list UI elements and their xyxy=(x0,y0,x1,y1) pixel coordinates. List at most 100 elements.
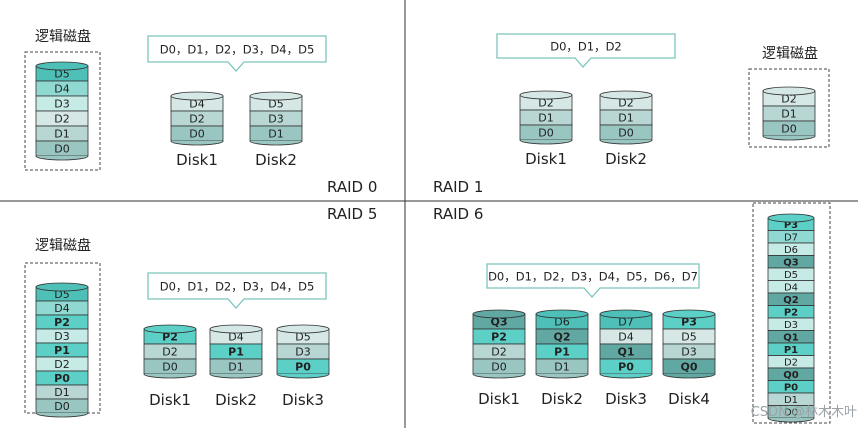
block-label: D3 xyxy=(54,97,69,110)
cylinder-top xyxy=(599,309,653,319)
block-label: P2 xyxy=(54,316,70,329)
block-label: D4 xyxy=(228,330,243,343)
block-label: D6 xyxy=(554,315,569,328)
cylinder-base xyxy=(143,373,197,379)
cylinder-base xyxy=(472,373,526,379)
block-label: D2 xyxy=(54,112,69,125)
block-label: D2 xyxy=(54,358,69,371)
cylinder-top xyxy=(249,91,303,101)
disk-name: Disk2 xyxy=(541,390,583,408)
disk-name: Disk1 xyxy=(525,150,567,168)
raid6-callout: D0，D1，D2，D3，D4，D5，D6，D7 xyxy=(486,263,700,298)
block-label: P0 xyxy=(618,360,634,373)
block-label: D2 xyxy=(162,345,177,358)
block-label: D1 xyxy=(228,360,243,373)
cylinder-top xyxy=(762,86,816,96)
watermark: CSDN @林木木叶 xyxy=(750,405,857,420)
block-label: D4 xyxy=(784,282,798,293)
block-label: D3 xyxy=(681,345,696,358)
block-label: P1 xyxy=(784,345,798,356)
block-label: Q3 xyxy=(783,257,799,268)
raid5-logical-title: 逻辑磁盘 xyxy=(35,237,91,254)
block-label: D7 xyxy=(618,315,633,328)
raid0-label: RAID 0 xyxy=(327,178,377,196)
raid6-logical-box xyxy=(752,202,831,424)
callout-text: D0，D1，D2 xyxy=(550,40,622,54)
block-label: D5 xyxy=(268,97,283,110)
disk-name: Disk1 xyxy=(176,151,218,169)
disk-name: Disk4 xyxy=(668,390,710,408)
cylinder-base xyxy=(170,140,224,146)
cylinder-base xyxy=(35,155,89,161)
block-label: Q2 xyxy=(783,295,799,306)
disk-name: Disk1 xyxy=(149,391,191,409)
block-label: P1 xyxy=(554,345,570,358)
block-label: D2 xyxy=(538,96,553,109)
block-label: D0 xyxy=(189,127,204,140)
cylinder-top xyxy=(767,213,815,223)
raid0-logical-box xyxy=(24,51,101,171)
block-label: P1 xyxy=(54,344,70,357)
block-label: Q0 xyxy=(783,370,799,381)
block-label: D2 xyxy=(781,92,796,105)
block-label: D3 xyxy=(784,320,798,331)
cylinder-top xyxy=(143,324,197,334)
block-label: P2 xyxy=(784,307,798,318)
block-label: Q2 xyxy=(553,330,570,343)
cylinder-top xyxy=(519,90,573,100)
block-label: D5 xyxy=(295,330,310,343)
block-label: P1 xyxy=(228,345,244,358)
block-label: D0 xyxy=(54,400,69,413)
block-label: D2 xyxy=(784,357,798,368)
cylinder-top xyxy=(599,90,653,100)
cylinder-base xyxy=(599,139,653,145)
block-label: D5 xyxy=(784,270,798,281)
disk-name: Disk2 xyxy=(215,391,257,409)
block-label: P2 xyxy=(162,330,178,343)
cylinder-base xyxy=(209,373,263,379)
cylinder-base xyxy=(599,373,653,379)
raid0-callout: D0，D1，D2，D3，D4，D5 xyxy=(147,35,327,72)
cylinder-base xyxy=(767,417,815,423)
block-label: D0 xyxy=(162,360,177,373)
block-label: P3 xyxy=(784,220,798,231)
block-label: D3 xyxy=(295,345,310,358)
cylinder-top xyxy=(209,324,263,334)
cylinder-top xyxy=(35,282,89,292)
block-label: Q3 xyxy=(490,315,507,328)
cylinder-base xyxy=(662,373,716,379)
raid5-callout: D0，D1，D2，D3，D4，D5 xyxy=(147,272,327,309)
block-label: D1 xyxy=(554,360,569,373)
raid0-logical-title: 逻辑磁盘 xyxy=(35,28,91,45)
block-label: D1 xyxy=(54,127,69,140)
block-label: D0 xyxy=(781,122,796,135)
cylinder-base xyxy=(519,139,573,145)
raid1-logical-title: 逻辑磁盘 xyxy=(762,45,818,62)
cylinder-base xyxy=(35,412,89,418)
raid1-callout: D0，D1，D2 xyxy=(496,33,676,68)
raid5-label: RAID 5 xyxy=(327,205,377,223)
cylinder-base xyxy=(249,140,303,146)
block-label: P0 xyxy=(784,382,798,393)
cylinder-top xyxy=(276,324,330,334)
block-label: D0 xyxy=(54,142,69,155)
block-label: D0 xyxy=(784,407,798,418)
block-label: D2 xyxy=(491,345,506,358)
block-label: D1 xyxy=(781,107,796,120)
block-label: D7 xyxy=(784,232,798,243)
block-label: D3 xyxy=(54,330,69,343)
disk-name: Disk1 xyxy=(478,390,520,408)
block-label: D3 xyxy=(268,112,283,125)
